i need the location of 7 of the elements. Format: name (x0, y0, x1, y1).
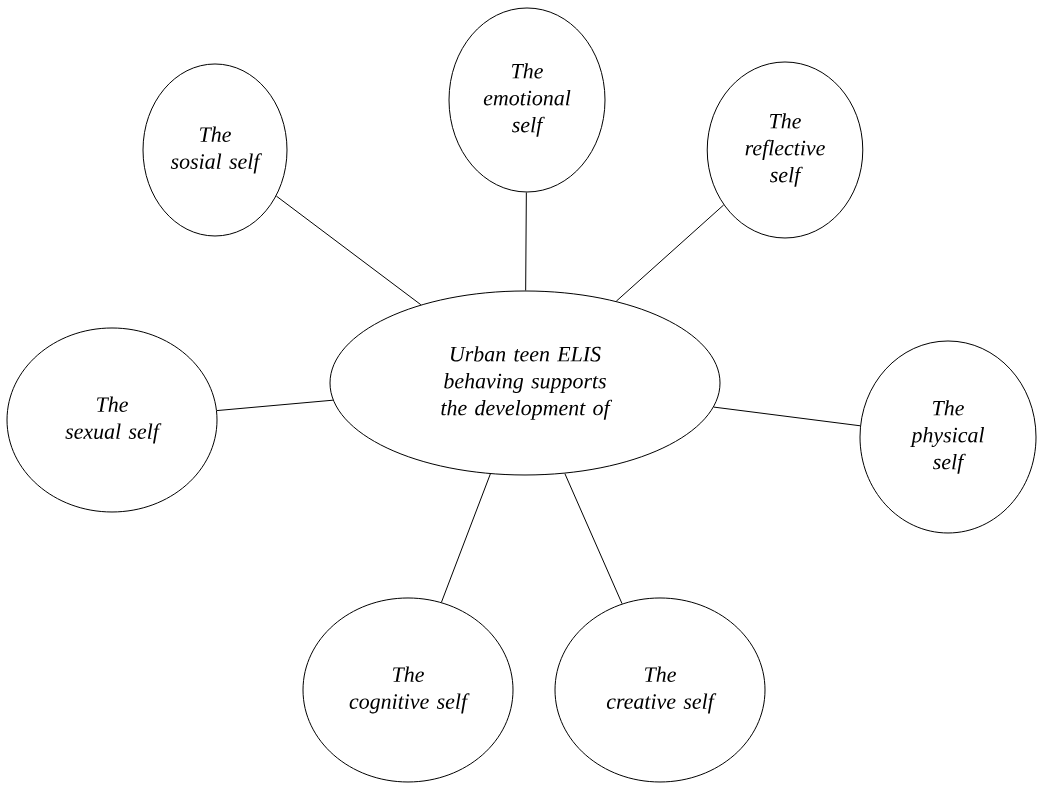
connector-line (713, 406, 861, 427)
connector-line (564, 473, 623, 605)
connector-line (440, 473, 491, 603)
connector-line (275, 195, 422, 306)
connector-line (216, 399, 334, 412)
connector-line (615, 204, 725, 302)
connector-line (525, 192, 527, 291)
